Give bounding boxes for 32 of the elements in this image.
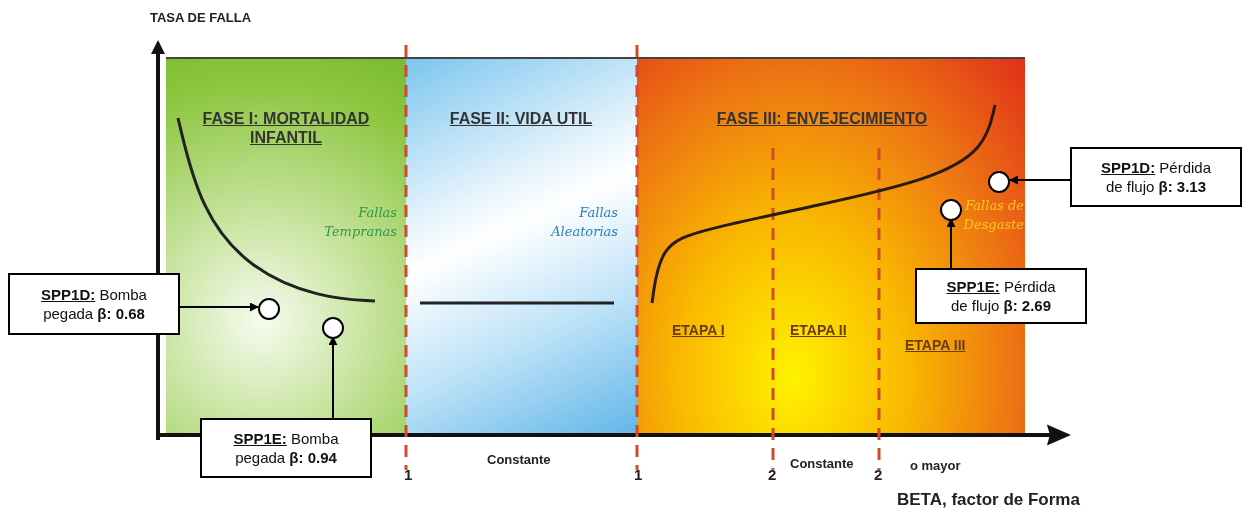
- arrow: [946, 218, 956, 269]
- data-point-circle: [258, 298, 280, 320]
- stage-label: ETAPA II: [790, 322, 847, 338]
- callout-box: SPP1D: Pérdida de flujo β: 3.13: [1070, 147, 1242, 207]
- axis-note: o mayor: [910, 458, 961, 473]
- phase-heading: FASE I: MORTALIDAD INFANTIL: [201, 109, 371, 148]
- axis-note: Constante: [790, 456, 854, 471]
- phase-panel: [166, 57, 406, 433]
- arrow: [179, 302, 259, 312]
- failure-type-note: Fallas Tempranas: [323, 204, 397, 241]
- phase-heading: FASE II: VIDA UTIL: [448, 109, 594, 129]
- arrow: [328, 336, 338, 419]
- axis-note: 1: [634, 466, 643, 483]
- failure-type-note: Fallas Aleatorias: [549, 204, 618, 241]
- data-point-circle: [322, 317, 344, 339]
- stage-label: ETAPA III: [905, 337, 966, 353]
- axis-title: BETA, factor de Forma: [897, 490, 1080, 510]
- data-point-circle: [988, 171, 1010, 193]
- phase-heading: FASE III: ENVEJECIMIENTO: [715, 109, 929, 129]
- axis-note: 2: [874, 466, 883, 483]
- axis-note: 1: [404, 466, 413, 483]
- callout-box: SPP1E: Bomba pegada β: 0.94: [200, 418, 372, 478]
- axis-note: Constante: [487, 452, 551, 467]
- stage-label: ETAPA I: [672, 322, 725, 338]
- failure-type-note: Fallas de Desgaste: [962, 197, 1024, 234]
- phase-panel: [406, 57, 637, 433]
- callout-box: SPP1D: Bomba pegada β: 0.68: [8, 273, 180, 335]
- axis-note: 2: [768, 466, 777, 483]
- callout-box: SPP1E: Pérdida de flujo β: 2.69: [915, 268, 1087, 324]
- data-point-circle: [940, 199, 962, 221]
- axis-title: TASA DE FALLA: [150, 10, 252, 25]
- arrow: [1009, 175, 1071, 185]
